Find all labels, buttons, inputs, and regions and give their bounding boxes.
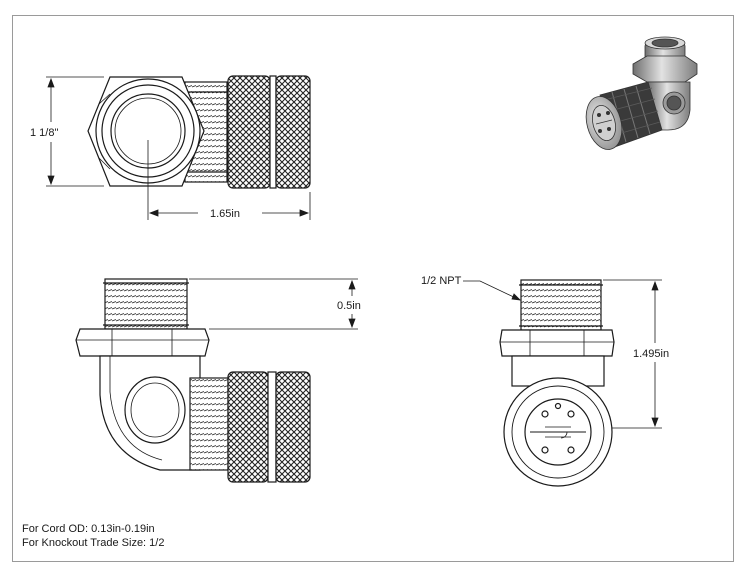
front-view-dimensions [189, 278, 358, 330]
side-view [499, 279, 615, 487]
thread-callout: 1/2 NPT [421, 275, 462, 287]
dimension-overall-length: 1.65in [210, 208, 240, 220]
top-view [87, 75, 311, 189]
note-cord-od: For Cord OD: 0.13in-0.19in [22, 523, 155, 535]
dimension-overall-height: 1.495in [633, 348, 669, 360]
front-view [75, 278, 311, 483]
notes-block: For Cord OD: 0.13in-0.19in For Knockout … [22, 522, 164, 550]
drawing-border [12, 15, 734, 562]
note-knockout-size: For Knockout Trade Size: 1/2 [22, 537, 165, 549]
top-view-dimensions [46, 76, 311, 220]
side-view-dimensions [463, 279, 662, 429]
dimension-hex-height: 1 1/8" [30, 127, 58, 139]
dimension-thread-length: 0.5in [337, 300, 361, 312]
isometric-view [585, 36, 698, 150]
